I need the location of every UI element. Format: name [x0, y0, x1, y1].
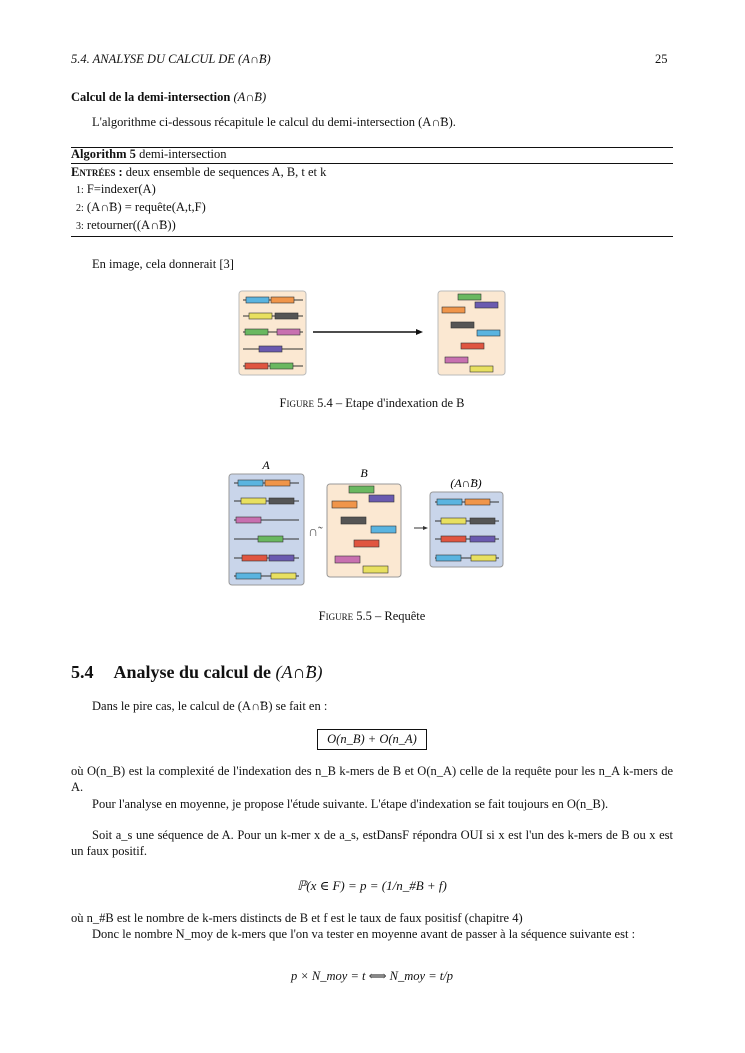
inputs-text: deux ensemble de sequences A, B, t et k	[125, 165, 327, 179]
algorithm-label: Algorithm 5	[71, 147, 136, 161]
algorithm-mid-rule	[71, 163, 673, 164]
operator-symbol: ∩̃	[308, 525, 323, 540]
algorithm-step: 1: F=indexer(A)	[76, 181, 206, 199]
step-number: 2:	[76, 203, 84, 214]
step-number: 1:	[76, 185, 84, 196]
caption-text: – Etape d'indexation de B	[335, 396, 465, 410]
algorithm-top-rule	[71, 147, 673, 148]
page-number: 25	[655, 52, 668, 66]
section-number: 5.4	[71, 662, 94, 682]
inputs-label: Entrées :	[71, 165, 123, 179]
paragraph-sequence: Soit a_s une séquence de A. Pour un k-me…	[71, 828, 673, 858]
algorithm-steps: 1: F=indexer(A) 2: (A∩̃B) = requête(A,t,…	[76, 181, 206, 235]
step-text: retourner((A∩̃B))	[86, 218, 176, 232]
subsection-math: (A∩̃B)	[233, 90, 267, 104]
caption-label: Figure 5.4	[279, 396, 333, 410]
figure-indexing	[238, 290, 506, 376]
step-text: F=indexer(A)	[86, 182, 156, 196]
step-text: (A∩̃B) = requête(A,t,F)	[86, 200, 206, 214]
formula-probability: ℙ(x ∈ F) = p = (1/n_#B + f)	[297, 878, 447, 893]
step-number: 3:	[76, 221, 84, 232]
label-b: B	[360, 466, 368, 480]
figure-query: A ∩̃ B (A∩̃B)	[228, 458, 504, 586]
section-math: (A∩̃B)	[275, 662, 323, 682]
image-intro: En image, cela donnerait [3]	[92, 257, 234, 271]
figure-5-caption: Figure 5.5 – Requête	[71, 609, 673, 624]
algorithm-inputs: Entrées : deux ensemble de sequences A, …	[71, 165, 326, 180]
running-header: 5.4. ANALYSE DU CALCUL DE (A∩̃B)	[71, 52, 271, 66]
subsection-title: Calcul de la demi-intersection	[71, 90, 231, 104]
paragraph-complexity: où O(n_B) est la complexité de l'indexat…	[71, 764, 673, 794]
caption-label: Figure 5.5	[318, 609, 372, 623]
paragraph-worst-case: Dans le pire cas, le calcul de (A∩̃B) se…	[92, 699, 328, 713]
algorithm-name: demi-intersection	[139, 147, 227, 161]
label-result: (A∩̃B)	[450, 476, 481, 490]
formula-nmoy: p × N_moy = t ⟺ N_moy = t/p	[291, 969, 453, 983]
paragraph-average: Pour l'analyse en moyenne, je propose l'…	[92, 797, 609, 811]
subsection-heading: Calcul de la demi-intersection (A∩̃B)	[71, 90, 266, 105]
intro-paragraph: L'algorithme ci-dessous récapitule le ca…	[92, 115, 456, 129]
algorithm-bottom-rule	[71, 236, 673, 237]
algorithm-step: 2: (A∩̃B) = requête(A,t,F)	[76, 199, 206, 217]
paragraph-nmoy: Donc le nombre N_moy de k-mers que l'on …	[92, 927, 636, 941]
algorithm-step: 3: retourner((A∩̃B))	[76, 217, 206, 235]
label-a: A	[261, 458, 270, 472]
caption-text: – Requête	[374, 609, 426, 623]
figure-4-caption: Figure 5.4 – Etape d'indexation de B	[71, 396, 673, 411]
section-title: Analyse du calcul de	[113, 662, 272, 682]
boxed-formula: O(n_B) + O(n_A)	[317, 729, 427, 750]
section-heading: 5.4 Analyse du calcul de (A∩̃B)	[71, 662, 323, 683]
algorithm-caption: Algorithm 5 demi-intersection	[71, 147, 227, 162]
paragraph-definitions: où n_#B est le nombre de k-mers distinct…	[71, 911, 523, 925]
